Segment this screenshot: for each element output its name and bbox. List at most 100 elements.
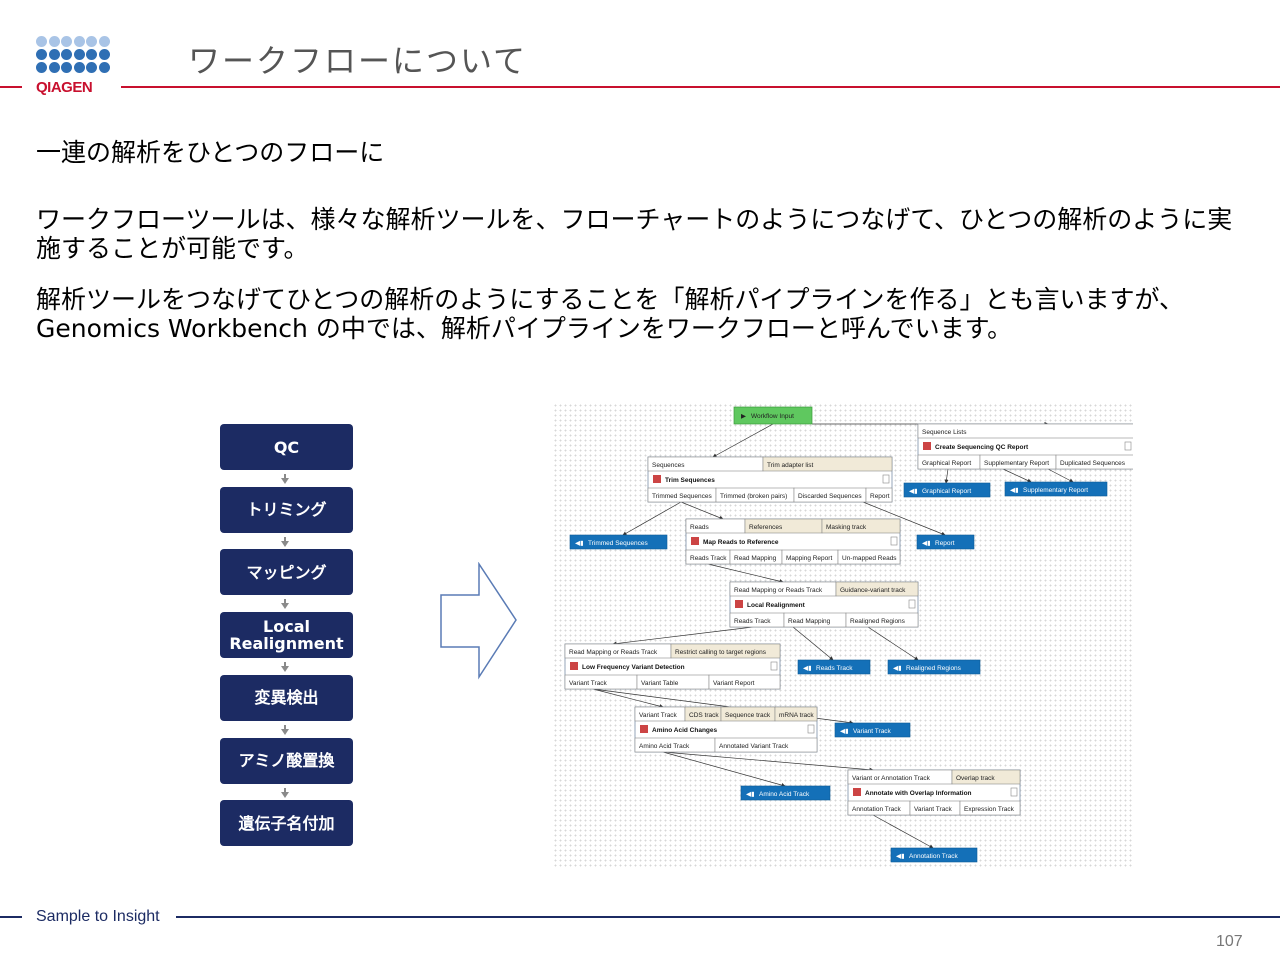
- connection-line: [712, 423, 774, 458]
- logo-dot: [36, 36, 47, 47]
- document-icon: [882, 474, 890, 484]
- output-node-frame: [740, 785, 831, 801]
- logo-dot: [61, 36, 72, 47]
- tool-icon: [570, 662, 578, 670]
- flow-step: マッピング: [220, 549, 353, 596]
- logo-dot: [86, 62, 97, 73]
- workflow-output[interactable]: ◀▮Graphical Report: [903, 482, 991, 498]
- export-icon: ◀▮: [746, 791, 755, 798]
- tool-icon: [653, 475, 661, 483]
- header-rule-left: [0, 86, 22, 88]
- connection-line: [707, 563, 784, 584]
- output-port[interactable]: [708, 674, 781, 690]
- output-port-label: Read Mapping: [788, 618, 831, 625]
- flow-connector: [284, 536, 286, 541]
- down-arrow-icon: [281, 791, 289, 798]
- workflow-output-label: Variant Track: [853, 728, 892, 735]
- output-port[interactable]: [865, 487, 893, 503]
- output-port-label: Trimmed (broken pairs): [720, 493, 787, 500]
- flow-step: トリミング: [220, 486, 353, 533]
- input-port-label: Masking track: [826, 524, 867, 531]
- input-port-label: Read Mapping or Reads Track: [734, 587, 823, 594]
- output-port-label: Un-mapped Reads: [842, 555, 897, 562]
- connection-line: [867, 626, 919, 661]
- flow-step: アミノ酸置換: [220, 737, 353, 784]
- document-icon: [1124, 441, 1132, 451]
- workflow-output-label: Amino Acid Track: [759, 791, 810, 798]
- connection-line: [592, 688, 664, 709]
- workflow-output[interactable]: ◀▮ Supplementary Report: [1004, 481, 1108, 497]
- workflow-output-label: Reads Track: [816, 665, 853, 672]
- export-icon: ◀▮: [1010, 487, 1019, 494]
- qiagen-logo: QIAGEN: [36, 36, 112, 96]
- tool-title: Create Sequencing QC Report: [935, 444, 1029, 451]
- export-icon: ◀▮: [922, 540, 931, 547]
- down-arrow-icon: [281, 603, 289, 610]
- input-port[interactable]: [670, 643, 781, 659]
- output-port[interactable]: [837, 549, 901, 565]
- input-port[interactable]: [762, 456, 893, 472]
- flow-connector: [284, 787, 286, 792]
- workflow-output[interactable]: ◀▮ Reads Track: [797, 659, 871, 675]
- input-port[interactable]: [835, 581, 919, 597]
- output-port-label: Amino Acid Track: [639, 743, 690, 750]
- output-node-frame: [887, 659, 981, 675]
- output-node-frame: [903, 482, 991, 498]
- connection-line: [792, 626, 834, 661]
- down-arrow-icon: [281, 478, 289, 484]
- output-port-label: Mapping Report: [786, 555, 832, 562]
- input-port-label: Sequence track: [725, 712, 771, 719]
- output-node-frame: [890, 847, 978, 863]
- output-port-label: Variant Track: [569, 680, 608, 687]
- tool-icon: [923, 442, 931, 450]
- paragraph-pipeline: 解析ツールをつなげてひとつの解析のようにすることを「解析パイプラインを作る」とも…: [36, 285, 1185, 343]
- input-port[interactable]: [951, 769, 1021, 785]
- down-arrow-icon: [281, 540, 289, 547]
- output-port-label: Supplementary Report: [984, 460, 1049, 467]
- workflow-output-label: Report: [935, 540, 955, 547]
- input-port-label: Reads: [690, 524, 710, 531]
- workflow-output[interactable]: ◀▮Realigned Regions: [887, 659, 981, 675]
- connection-line: [872, 814, 934, 849]
- connection-line: [662, 751, 874, 772]
- workflow-output[interactable]: ◀▮ Amino Acid Track: [740, 785, 831, 801]
- tool-icon: [735, 600, 743, 608]
- workflow-output[interactable]: ◀▮Variant Track: [834, 722, 911, 738]
- footer-rule: [176, 916, 1280, 918]
- logo-dot: [36, 62, 47, 73]
- workflow-output[interactable]: ◀▮ Report: [916, 534, 975, 550]
- export-icon: ◀▮: [803, 665, 812, 672]
- workflow-output[interactable]: ◀▮ Annotation Track: [890, 847, 978, 863]
- document-icon: [890, 536, 898, 546]
- workflow-output[interactable]: ◀▮Trimmed Sequences: [569, 534, 668, 550]
- output-port[interactable]: [845, 612, 919, 628]
- input-port-label: Sequences: [652, 462, 685, 469]
- tool-title: Trim Sequences: [665, 477, 715, 484]
- output-port[interactable]: [959, 800, 1021, 816]
- logo-dot: [73, 36, 85, 47]
- input-port[interactable]: [774, 706, 818, 722]
- logo-dot: [73, 49, 85, 60]
- output-port-label: Discarded Sequences: [798, 493, 862, 500]
- output-port-label: Report: [870, 493, 890, 500]
- output-port-label: Variant Track: [914, 806, 953, 813]
- logo-dot: [48, 49, 60, 60]
- export-icon: ◀▮: [896, 853, 905, 860]
- export-icon: ◀▮: [909, 488, 918, 495]
- output-port-label: Expression Track: [964, 806, 1015, 813]
- output-port[interactable]: [714, 737, 818, 753]
- connection-line: [612, 626, 754, 646]
- workflow-output-label: Supplementary Report: [1023, 487, 1088, 494]
- tool-icon: [853, 788, 861, 796]
- input-port[interactable]: [821, 518, 901, 534]
- logo-dot: [86, 36, 97, 47]
- workflow-input[interactable]: ▶Workflow Input: [733, 406, 813, 425]
- workflow-output-label: Annotation Track: [909, 853, 959, 860]
